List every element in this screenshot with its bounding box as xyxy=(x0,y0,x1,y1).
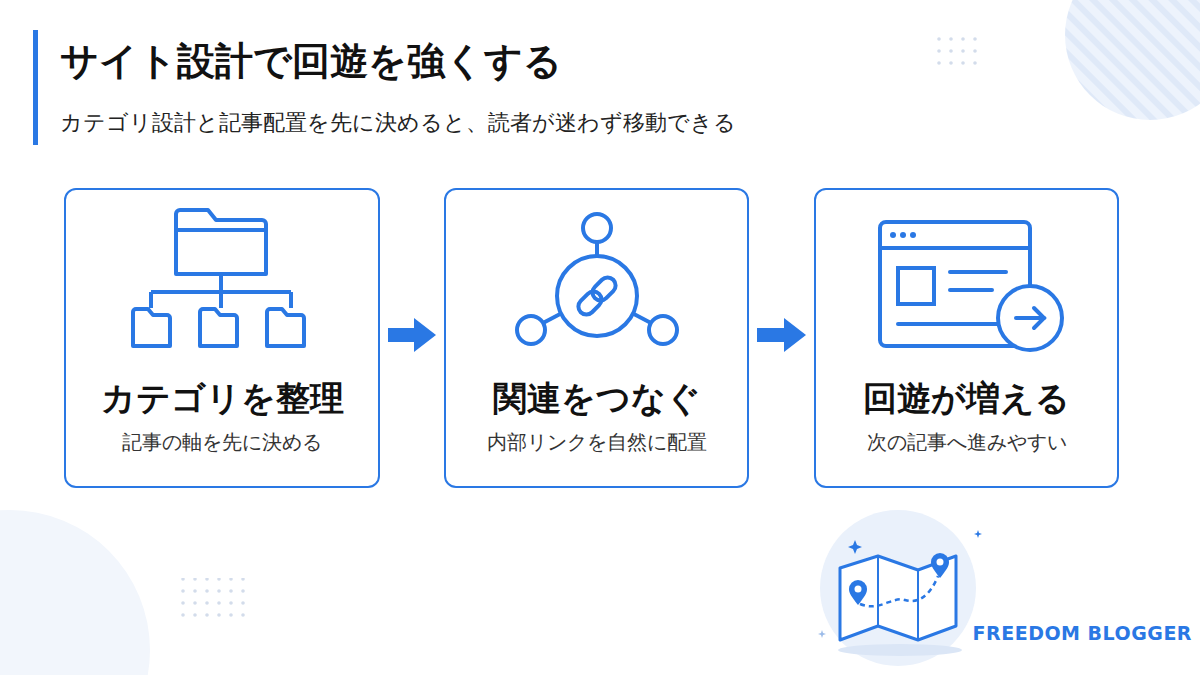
decor-circle xyxy=(1065,0,1200,120)
flow-arrow xyxy=(757,328,784,342)
accent-bar xyxy=(33,30,38,145)
box-heading: 回遊が増える xyxy=(863,376,1070,420)
link-network-icon xyxy=(517,214,677,344)
dot-grid xyxy=(176,578,248,618)
process-box: カテゴリを整理記事の軸を先に決める xyxy=(64,188,380,488)
page-caption: カテゴリ設計と記事配置を先に決めると、読者が迷わず移動できる xyxy=(60,108,736,138)
process-box: 回遊が増える次の記事へ進みやすい xyxy=(814,188,1119,488)
process-box: 関連をつなぐ内部リンクを自然に配置 xyxy=(444,188,749,488)
decor-circle xyxy=(0,510,150,675)
box-description: 記事の軸を先に決める xyxy=(122,428,322,456)
box-heading: 関連をつなぐ xyxy=(493,376,701,420)
browser-next-icon xyxy=(880,222,1062,350)
box-heading: カテゴリを整理 xyxy=(101,376,344,420)
folder-tree-icon xyxy=(133,210,304,346)
map-illustration xyxy=(818,510,982,666)
box-description: 内部リンクを自然に配置 xyxy=(487,428,707,456)
brand-label: FREEDOM BLOGGER xyxy=(973,622,1192,644)
box-description: 次の記事へ進みやすい xyxy=(867,428,1067,456)
flow-arrow xyxy=(388,328,414,342)
dot-grid xyxy=(932,30,980,66)
window-dots xyxy=(890,232,916,238)
page-title: サイト設計で回遊を強くする xyxy=(60,36,562,87)
